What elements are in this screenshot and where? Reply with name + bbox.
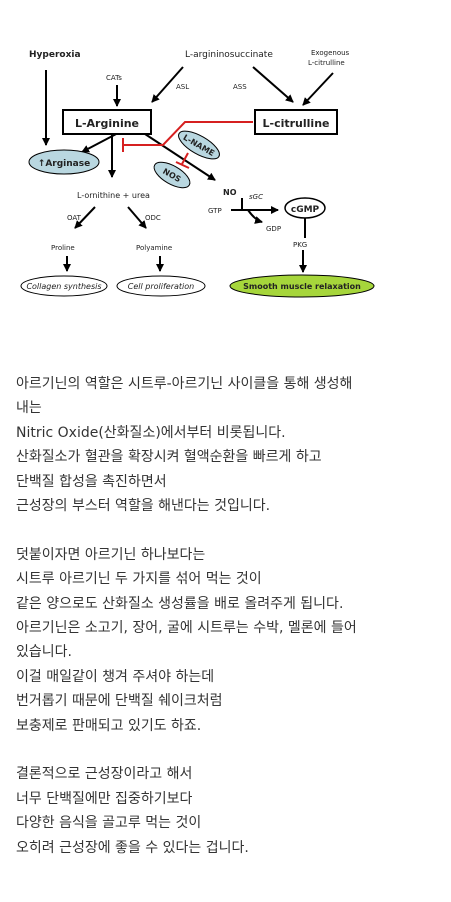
paragraph-line: 내는 xyxy=(16,400,42,417)
oat-arrow xyxy=(74,206,96,229)
paragraph-line: 이걸 매일같이 챙겨 주셔야 하는데 xyxy=(16,668,215,685)
ass-label: ASS xyxy=(233,83,247,91)
gdp-curve-arrow xyxy=(247,209,263,224)
paragraph-line: Nitric Oxide(산화질소)에서부터 비롯됩니다. xyxy=(16,424,286,441)
ornithine-urea-label: L-ornithine + urea xyxy=(77,191,150,200)
l-citrulline-label: L-citrulline xyxy=(263,117,330,130)
collagen-synthesis-label: Collagen synthesis xyxy=(26,282,101,291)
gtp-label: GTP xyxy=(208,207,222,215)
cell-proliferation-ellipse xyxy=(116,275,206,297)
paragraph-line: 아르기닌의 역할은 시트루-아르기닌 사이클을 통해 생성해 xyxy=(16,376,353,392)
paragraph-spacer xyxy=(16,518,441,542)
paragraph-1: 아르기닌의 역할은 시트루-아르기닌 사이클을 통해 생성해 내는 Nitric… xyxy=(16,372,441,518)
paragraph-line: 오히려 근성장에 좋을 수 있다는 겁니다. xyxy=(16,839,249,856)
paragraph-line: 결론적으로 근성장이라고 해서 xyxy=(16,766,193,783)
paragraph-line: 번거롭기 때문에 단백질 쉐이크처럼 xyxy=(16,693,223,710)
polyamine-label: Polyamine xyxy=(136,244,172,252)
paragraph-line: 근성장의 부스터 역할을 해낸다는 것입니다. xyxy=(16,498,271,515)
odc-label: ODC xyxy=(145,214,161,222)
pathway-arrows xyxy=(42,66,334,273)
paragraph-line: 너무 단백질에만 집중하기보다 xyxy=(16,790,193,807)
argininosuccinate-label: L-argininosuccinate xyxy=(185,50,273,60)
smooth-muscle-relaxation-label: Smooth muscle relaxation xyxy=(243,282,361,291)
nitric-oxide-pathway-diagram: Hyperoxia L-argininosuccinate Exogenous … xyxy=(0,0,451,320)
gdp-label: GDP xyxy=(266,225,281,233)
paragraph-spacer xyxy=(16,738,441,762)
cats-label: CATs xyxy=(106,74,122,82)
l-arginine-box xyxy=(62,109,152,135)
exogenous-citrulline-label: L-citrulline xyxy=(308,59,345,67)
l-name-inhibition-line xyxy=(181,152,189,165)
arginine-to-arginase-arrow xyxy=(81,131,121,153)
l-name-ellipse xyxy=(178,130,220,160)
oat-label: OAT xyxy=(67,214,82,222)
article-body: 아르기닌의 역할은 시트루-아르기닌 사이클을 통해 생성해 내는 Nitric… xyxy=(16,372,441,860)
smooth-muscle-relaxation-ellipse xyxy=(229,274,375,298)
citrulline-inhibition-line xyxy=(123,121,253,146)
paragraph-line: 시트루 아르기닌 두 가지를 섞어 먹는 것이 xyxy=(16,571,262,588)
nos-ellipse xyxy=(153,161,191,189)
l-name-inhibition-bar xyxy=(175,161,190,169)
arginase-label: ↑Arginase xyxy=(38,159,90,169)
inhibition-lines xyxy=(122,121,253,169)
pathway-svg: Hyperoxia L-argininosuccinate Exogenous … xyxy=(20,49,375,298)
pkg-label: PKG xyxy=(293,241,307,249)
collagen-synthesis-ellipse xyxy=(20,275,108,297)
ass-arrow xyxy=(252,66,294,103)
paragraph-line: 있습니다. xyxy=(16,644,72,661)
paragraph-line: 단백질 합성을 촉진하면서 xyxy=(16,473,167,490)
paragraph-line: 덧붙이자면 아르기닌 하나보다는 xyxy=(16,546,206,563)
odc-arrow xyxy=(127,206,147,229)
proline-label: Proline xyxy=(51,244,75,252)
paragraph-3: 결론적으로 근성장이라고 해서 너무 단백질에만 집중하기보다 다양한 음식을 … xyxy=(16,762,441,860)
l-arginine-label: L-Arginine xyxy=(75,117,139,130)
asl-arrow xyxy=(151,66,184,103)
exogenous-label: Exogenous xyxy=(311,49,350,57)
l-citrulline-box xyxy=(254,109,338,135)
cgmp-label: cGMP xyxy=(291,205,320,215)
sgc-label: sGC xyxy=(249,193,263,201)
paragraph-line: 다양한 음식을 골고루 먹는 것이 xyxy=(16,815,202,832)
asl-label: ASL xyxy=(176,83,189,91)
paragraph-line: 아르기닌은 소고기, 장어, 굴에 시트루는 수박, 멜론에 들어 xyxy=(16,620,357,637)
paragraph-line: 보충제로 판매되고 있기도 하죠. xyxy=(16,717,202,734)
cell-proliferation-label: Cell proliferation xyxy=(128,282,194,291)
paragraph-line: 산화질소가 혈관을 확장시켜 혈액순환을 빠르게 하고 xyxy=(16,449,322,466)
arginine-to-no-arrow xyxy=(144,133,216,181)
paragraph-2: 덧붙이자면 아르기닌 하나보다는 시트루 아르기닌 두 가지를 섞어 먹는 것이… xyxy=(16,543,441,738)
no-label: NO xyxy=(223,188,237,197)
arginase-ellipse xyxy=(28,149,100,175)
cgmp-ellipse xyxy=(284,197,326,219)
paragraph-line: 같은 양으로도 산화질소 생성률을 배로 올려주게 됩니다. xyxy=(16,595,344,612)
exogenous-citrulline-arrow xyxy=(302,72,334,106)
hyperoxia-label: Hyperoxia xyxy=(29,50,81,60)
